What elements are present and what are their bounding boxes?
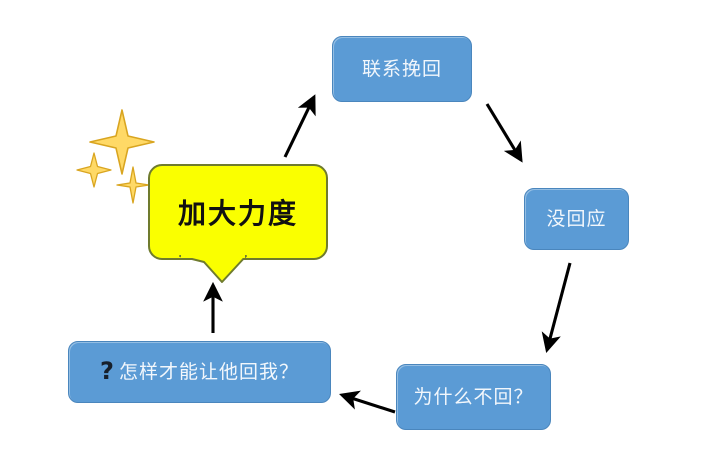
node-how-to-get-reply[interactable]: ? 怎样才能让他回我？ <box>68 341 331 403</box>
node-why-no-reply[interactable]: 为什么不回？ <box>396 364 551 430</box>
arrow-contact-to-noreply <box>485 103 523 163</box>
question-mark-icon: ? <box>100 357 115 385</box>
node-contact-label: 联系挽回 <box>361 58 442 80</box>
sparkle-large-icon <box>89 109 155 175</box>
node-how-inner: ? 怎样才能让他回我？ <box>100 357 299 385</box>
arrow-why-to-how <box>339 390 396 414</box>
callout-tail <box>179 250 247 283</box>
node-no-reply[interactable]: 没回应 <box>524 188 629 250</box>
node-contact[interactable]: 联系挽回 <box>332 36 472 102</box>
callout-escalate[interactable]: 加大力度 <box>148 164 328 283</box>
node-why-no-reply-label: 为什么不回？ <box>413 386 534 408</box>
callout-escalate-label: 加大力度 <box>177 197 298 230</box>
node-no-reply-label: 没回应 <box>546 208 607 230</box>
node-how-to-get-reply-label: 怎样才能让他回我？ <box>118 361 299 383</box>
sparkle-small-left-icon <box>76 152 112 188</box>
callout-bubble: 加大力度 <box>148 164 328 260</box>
arrow-noreply-to-why <box>541 262 572 353</box>
sparkle-small-bottom-icon <box>116 166 150 204</box>
arrow-escalate-to-contact <box>283 94 316 158</box>
